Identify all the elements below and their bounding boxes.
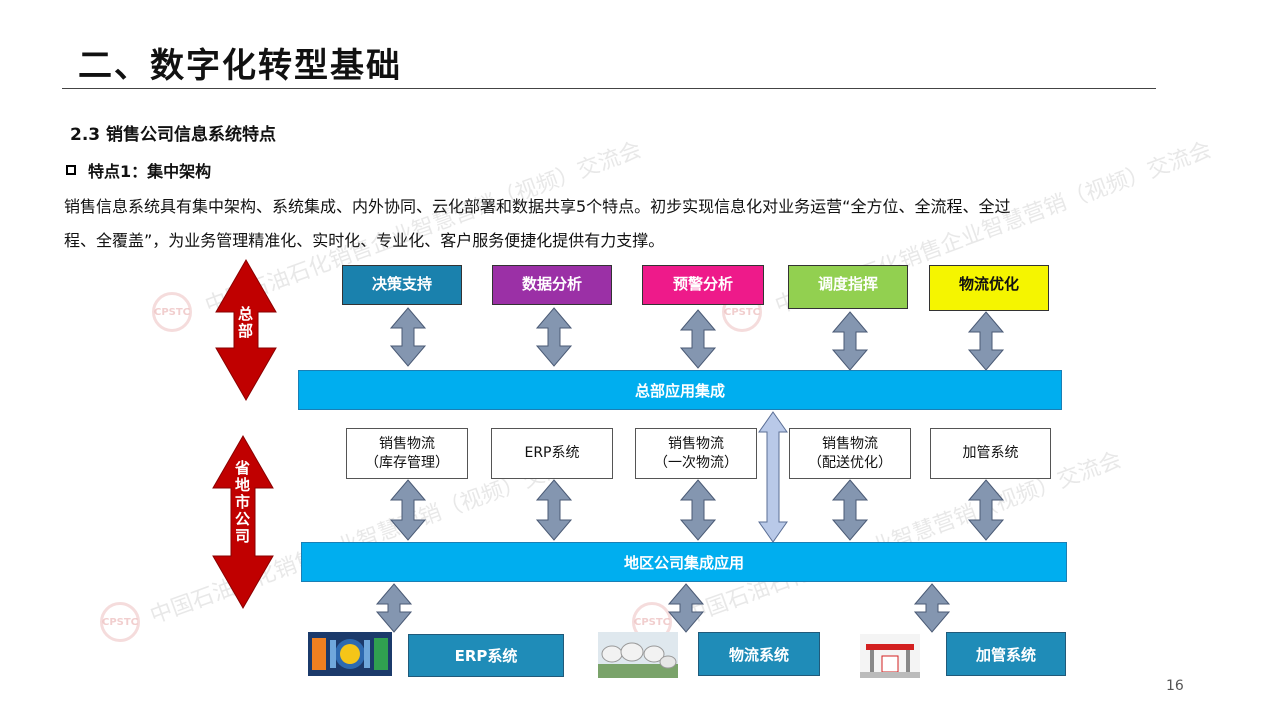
oil-depot-thumbnail <box>598 632 678 678</box>
app-to-hq-arrow <box>831 311 869 371</box>
bottom-system-logistics: 物流系统 <box>698 632 820 676</box>
erp-dashboard-thumbnail <box>308 632 392 676</box>
region-to-bottom-arrow <box>375 583 413 633</box>
app-to-hq-arrow <box>679 309 717 369</box>
bullet-square-icon <box>66 165 76 175</box>
hq-app-dispatch-command: 调度指挥 <box>788 265 908 309</box>
bottom-system-label: 物流系统 <box>728 645 789 664</box>
province-label: 省地市公司 <box>233 460 251 545</box>
system-to-region-arrow <box>679 479 717 541</box>
description-paragraph: 销售信息系统具有集中架构、系统集成、内外协同、云化部署和数据共享5个特点。初步实… <box>64 190 1194 258</box>
bottom-system-label: ERP系统 <box>454 647 518 665</box>
regional-system-line1: 销售物流 <box>668 435 724 452</box>
system-to-region-arrow <box>389 479 427 541</box>
hq-app-warning-analysis: 预警分析 <box>642 265 764 305</box>
watermark-logo-icon: CPSTC <box>152 292 192 332</box>
regional-system-line1: ERP系统 <box>524 445 580 461</box>
title-divider <box>62 88 1156 89</box>
feature-heading: 特点1：集中架构 <box>66 158 211 182</box>
province-side-arrow <box>212 434 274 610</box>
feature-label: 特点1：集中架构 <box>88 162 212 181</box>
regional-system-box: 销售物流 （一次物流） <box>635 428 757 479</box>
hq-app-decision-support: 决策支持 <box>342 265 462 305</box>
regional-system-box: ERP系统 <box>491 428 613 479</box>
page-title: 二、数字化转型基础 <box>78 46 402 86</box>
region-to-bottom-arrow <box>913 583 951 633</box>
hq-side-arrow <box>215 258 277 402</box>
hq-integration-band: 总部应用集成 <box>298 370 1062 410</box>
bottom-system-station-management: 加管系统 <box>946 632 1066 676</box>
region-to-hq-arrow <box>758 411 788 543</box>
hq-app-logistics-optimization: 物流优化 <box>929 265 1049 311</box>
regional-integration-band: 地区公司集成应用 <box>301 542 1067 582</box>
hq-integration-label: 总部应用集成 <box>634 381 725 400</box>
system-to-region-arrow <box>535 479 573 541</box>
app-to-hq-arrow <box>535 307 573 367</box>
hq-label: 总部 <box>236 306 254 340</box>
regional-system-box: 加管系统 <box>930 428 1051 479</box>
regional-system-line2: （库存管理） <box>365 454 449 471</box>
gas-station-thumbnail <box>860 634 920 678</box>
regional-system-line2: （配送优化） <box>808 454 892 471</box>
hq-app-label: 数据分析 <box>521 275 582 293</box>
regional-system-line2: （一次物流） <box>654 454 738 471</box>
watermark-logo-icon: CPSTC <box>100 602 140 642</box>
hq-app-label: 物流优化 <box>958 275 1019 293</box>
bottom-system-label: 加管系统 <box>975 645 1036 664</box>
regional-system-box: 销售物流 （库存管理） <box>346 428 468 479</box>
system-to-region-arrow <box>967 479 1005 541</box>
regional-system-line1: 加管系统 <box>962 445 1019 461</box>
paragraph-line-2: 程、全覆盖”，为业务管理精准化、实时化、专业化、客户服务便捷化提供有力支撑。 <box>64 231 665 250</box>
region-to-bottom-arrow <box>667 583 705 633</box>
regional-system-line1: 销售物流 <box>822 435 878 452</box>
regional-system-line1: 销售物流 <box>379 435 435 452</box>
regional-integration-label: 地区公司集成应用 <box>623 553 744 572</box>
paragraph-line-1: 销售信息系统具有集中架构、系统集成、内外协同、云化部署和数据共享5个特点。初步实… <box>64 197 1011 216</box>
system-to-region-arrow <box>831 479 869 541</box>
regional-system-box: 销售物流 （配送优化） <box>789 428 911 479</box>
hq-app-label: 调度指挥 <box>817 275 878 293</box>
hq-app-label: 决策支持 <box>371 275 432 293</box>
hq-app-data-analysis: 数据分析 <box>492 265 612 305</box>
section-heading: 2.3 销售公司信息系统特点 <box>70 125 277 145</box>
app-to-hq-arrow <box>967 311 1005 371</box>
app-to-hq-arrow <box>389 307 427 367</box>
hq-app-label: 预警分析 <box>672 275 733 293</box>
bottom-system-erp: ERP系统 <box>408 634 564 677</box>
page-number: 16 <box>1166 678 1184 694</box>
